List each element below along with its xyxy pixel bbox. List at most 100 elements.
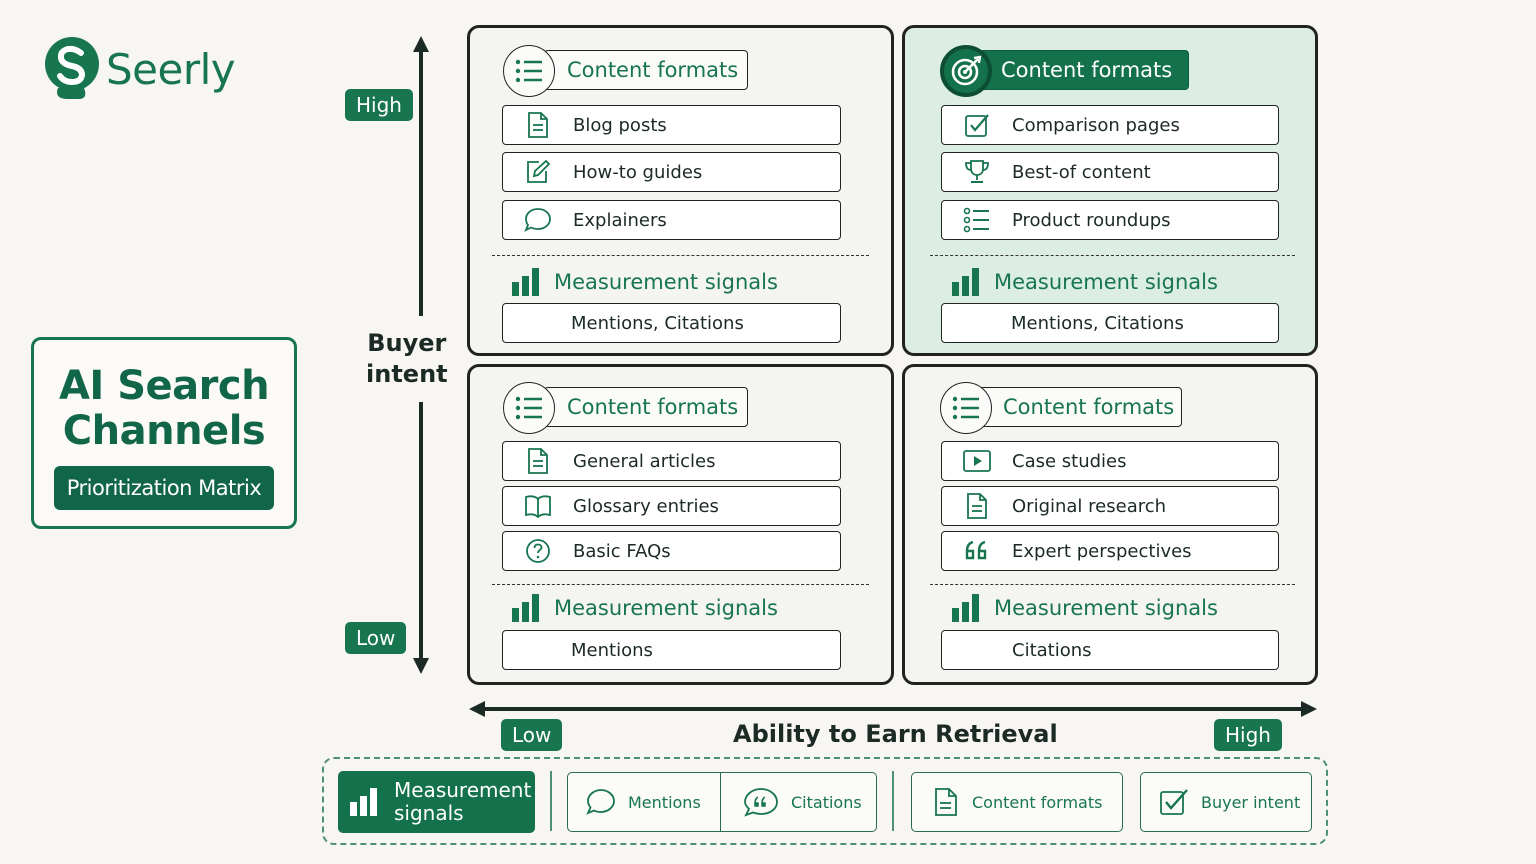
legend-citations-label: Citations — [791, 792, 862, 812]
legend-content-formats: Content formats — [911, 772, 1123, 832]
section-divider — [930, 255, 1295, 256]
question-icon — [503, 538, 573, 564]
measurement-signals-value: Mentions — [502, 630, 841, 670]
item-label: Case studies — [1012, 450, 1127, 472]
list-icon — [942, 207, 1012, 233]
y-axis-low-badge: Low — [345, 622, 407, 654]
content-formats-header: Content formats — [544, 50, 748, 90]
title-line-1: AI Search — [58, 363, 270, 409]
item-label: Original research — [1012, 495, 1167, 517]
bar-chart-icon — [512, 594, 539, 622]
chat-icon — [503, 207, 573, 233]
bar-chart-icon — [952, 268, 979, 296]
legend-buyer-intent-label: Buyer intent — [1201, 792, 1301, 812]
item-label: How-to guides — [573, 161, 703, 183]
list-icon — [940, 382, 992, 434]
measurement-signals-label: Measurement signals — [554, 270, 778, 294]
play-icon — [942, 449, 1012, 473]
item-label: Product roundups — [1012, 209, 1171, 231]
bar-chart-icon — [952, 594, 979, 622]
measurement-signals-header: Measurement signals — [512, 594, 778, 622]
x-axis-low-badge: Low — [501, 719, 563, 751]
content-formats-label: Content formats — [567, 395, 739, 419]
quote-icon — [942, 540, 1012, 562]
item-label: General articles — [573, 450, 716, 472]
item-label: Explainers — [573, 209, 667, 231]
list-item: Case studies — [941, 441, 1279, 481]
legend-title-line-2: signals — [394, 801, 464, 825]
measurement-signals-label: Measurement signals — [994, 596, 1218, 620]
legend-separator — [892, 771, 894, 831]
seerly-logo-icon — [45, 37, 99, 99]
bar-chart-icon — [512, 268, 539, 296]
list-icon — [503, 382, 555, 434]
trophy-icon — [942, 159, 1012, 185]
list-item: How-to guides — [502, 152, 841, 192]
list-item: Glossary entries — [502, 486, 841, 526]
content-formats-label: Content formats — [567, 58, 739, 82]
item-label: Basic FAQs — [573, 540, 671, 562]
measurement-signals-label: Measurement signals — [554, 596, 778, 620]
brand-logo: Seerly — [44, 36, 236, 102]
item-label: Comparison pages — [1012, 114, 1180, 136]
chat-icon — [586, 789, 615, 815]
content-formats-label: Content formats — [1003, 395, 1175, 419]
subtitle-badge: Prioritization Matrix — [53, 466, 275, 510]
edit-icon — [503, 159, 573, 185]
legend-signal-types: Mentions Citations — [567, 772, 877, 832]
quote-bubble-icon — [744, 788, 778, 817]
x-axis-arrow — [469, 701, 1317, 717]
item-label: Expert perspectives — [1012, 540, 1192, 562]
y-axis-label-line-2: intent — [366, 360, 448, 388]
item-label: Glossary entries — [573, 495, 719, 517]
legend-mentions-label: Mentions — [628, 792, 701, 812]
list-item: Product roundups — [941, 200, 1279, 240]
measurement-signals-header: Measurement signals — [952, 594, 1218, 622]
title-card: AI Search Channels Prioritization Matrix — [31, 337, 297, 529]
legend-citations: Citations — [721, 787, 862, 817]
item-label: Best-of content — [1012, 161, 1151, 183]
list-item: Explainers — [502, 200, 841, 240]
document-icon — [935, 788, 957, 816]
list-item: Expert perspectives — [941, 531, 1279, 571]
measurement-signals-value: Mentions, Citations — [941, 303, 1279, 343]
book-icon — [503, 494, 573, 518]
list-item: Comparison pages — [941, 105, 1279, 145]
content-formats-header: Content formats — [544, 387, 748, 427]
x-axis-label: Ability to Earn Retrieval — [733, 720, 1058, 748]
page-title: AI Search Channels — [34, 364, 294, 454]
legend-measurement-signals: Measurement signals — [338, 771, 535, 833]
section-divider — [492, 255, 869, 256]
list-icon — [503, 45, 555, 97]
legend-mentions: Mentions — [568, 773, 721, 831]
y-axis-label: Buyer intent — [366, 328, 448, 390]
legend-content-formats-label: Content formats — [972, 792, 1103, 812]
content-formats-label: Content formats — [1001, 58, 1173, 82]
x-axis-high-badge: High — [1214, 719, 1282, 751]
content-formats-header: Content formats — [978, 387, 1182, 427]
y-axis-high-badge: High — [345, 89, 413, 121]
document-icon — [942, 493, 1012, 519]
legend-separator — [550, 771, 552, 831]
list-item: Original research — [941, 486, 1279, 526]
section-divider — [930, 584, 1295, 585]
measurement-signals-value: Mentions, Citations — [502, 303, 841, 343]
bar-chart-icon — [350, 788, 377, 816]
item-label: Blog posts — [573, 114, 667, 136]
document-icon — [503, 112, 573, 138]
list-item: Blog posts — [502, 105, 841, 145]
brand-name: Seerly — [106, 44, 236, 94]
list-item: General articles — [502, 441, 841, 481]
target-icon — [940, 45, 992, 97]
y-axis-label-line-1: Buyer — [367, 329, 447, 357]
list-item: Best-of content — [941, 152, 1279, 192]
title-line-2: Channels — [62, 408, 266, 454]
legend-buyer-intent: Buyer intent — [1140, 772, 1312, 832]
checkbox-icon — [1160, 789, 1188, 815]
y-axis-arrow — [413, 36, 429, 674]
checkbox-icon — [942, 112, 1012, 138]
measurement-signals-label: Measurement signals — [994, 270, 1218, 294]
legend-title-line-1: Measurement — [394, 778, 532, 802]
list-item: Basic FAQs — [502, 531, 841, 571]
measurement-signals-header: Measurement signals — [952, 268, 1218, 296]
